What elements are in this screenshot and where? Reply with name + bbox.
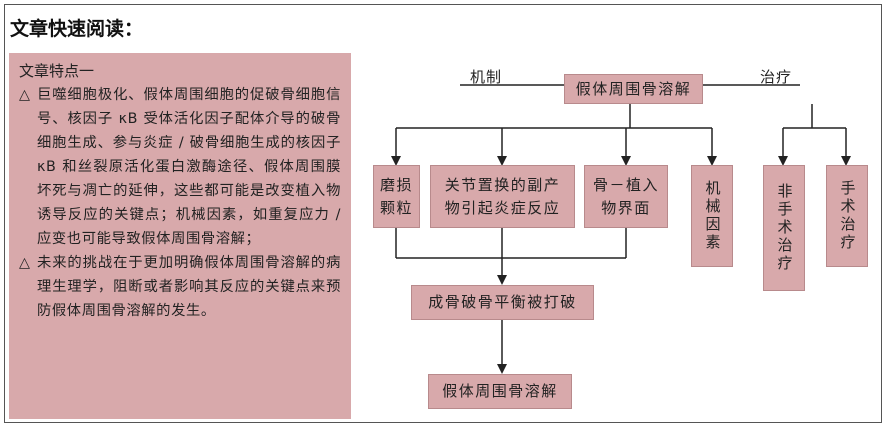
mechanism-label: 机制 bbox=[470, 68, 503, 86]
bullet-triangle-icon: △ bbox=[19, 87, 31, 103]
node-top-periprosthetic-osteolysis: 假体周围骨溶解 bbox=[564, 74, 703, 104]
node-arthroplasty-byproducts: 关节置换的副产物引起炎症反应 bbox=[430, 165, 575, 228]
node-nonsurgical-treatment: 非手术治疗 bbox=[763, 165, 805, 291]
node-mechanical-factors: 机械因素 bbox=[691, 165, 733, 267]
article-features-panel: 文章特点一 △ 巨噬细胞极化、假体周围细胞的促破骨细胞信号、核因子 κB 受体活… bbox=[9, 53, 351, 419]
treatment-label: 治疗 bbox=[760, 68, 793, 86]
feature-point-1: △ 巨噬细胞极化、假体周围细胞的促破骨细胞信号、核因子 κB 受体活化因子配体介… bbox=[19, 83, 341, 251]
page-title: 文章快速阅读： bbox=[10, 18, 144, 40]
bullet-triangle-icon: △ bbox=[19, 255, 31, 271]
node-result-periprosthetic-osteolysis: 假体周围骨溶解 bbox=[428, 374, 572, 409]
node-bone-implant-interface: 骨－植入物界面 bbox=[584, 165, 668, 228]
panel-title: 文章特点一 bbox=[19, 62, 95, 80]
feature-point-2: △ 未来的挑战在于更加明确假体周围骨溶解的病理生理学，阻断或者影响其反应的关键点… bbox=[19, 251, 341, 323]
node-bone-balance-disrupted: 成骨破骨平衡被打破 bbox=[411, 285, 594, 320]
feature-point-text: 未来的挑战在于更加明确假体周围骨溶解的病理生理学，阻断或者影响其反应的关键点来预… bbox=[37, 255, 341, 319]
node-surgical-treatment: 手术治疗 bbox=[826, 165, 868, 267]
node-wear-particles: 磨损颗粒 bbox=[373, 165, 420, 228]
feature-point-text: 巨噬细胞极化、假体周围细胞的促破骨细胞信号、核因子 κB 受体活化因子配体介导的… bbox=[37, 87, 341, 247]
